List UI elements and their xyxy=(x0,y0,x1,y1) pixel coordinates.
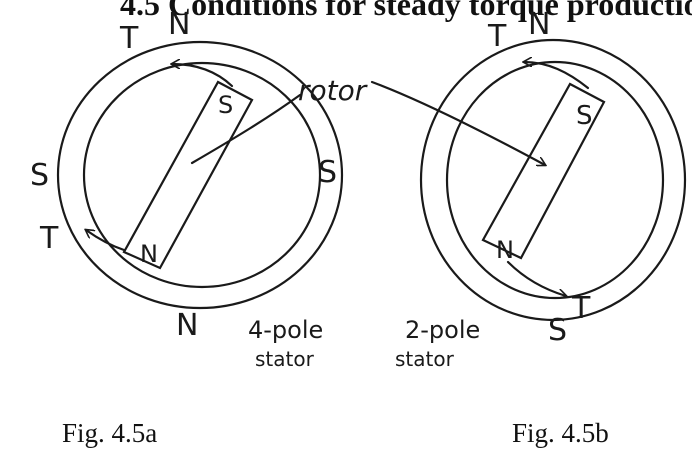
fig-b-pole-top: N xyxy=(528,7,550,42)
fig-a-torque-top: T xyxy=(119,21,139,56)
fig-b-torque-arrow-bottom xyxy=(506,260,566,296)
fig-a-rotor-bar xyxy=(122,80,254,270)
fig-b-diagram xyxy=(370,38,687,322)
fig-a-pole-bottom: N xyxy=(176,308,198,343)
fig-a-rotor-pole-lower: N xyxy=(140,240,158,268)
fig-a-pole-right: S xyxy=(318,155,337,190)
fig-b-rotor-pole-lower: N xyxy=(496,236,514,264)
fig-b-rotor-bar xyxy=(481,82,606,260)
fig-a-stator-inner xyxy=(82,61,322,289)
fig-b-rotor-pointer xyxy=(370,80,545,165)
fig-b-stator-label-1: 2-pole xyxy=(405,316,480,344)
fig-a-stator-label-1: 4-pole xyxy=(248,316,323,344)
fig-b-torque-top: T xyxy=(487,19,507,54)
fig-a-stator-label-2: stator xyxy=(255,347,315,371)
fig-b-rotor-pole-upper: S xyxy=(576,101,593,131)
fig-a-torque-arrow-left xyxy=(86,230,126,252)
fig-a-caption: Fig. 4.5a xyxy=(62,418,158,448)
fig-a-torque-arrow-top xyxy=(172,64,234,88)
fig-b-stator-inner xyxy=(445,60,665,300)
fig-b-stator-label-2: stator xyxy=(395,347,455,371)
fig-a-torque-left: T xyxy=(39,221,59,256)
fig-a-pole-left: S xyxy=(30,158,49,193)
rotor-label: rotor xyxy=(298,74,368,107)
fig-a-rotor-pole-upper: S xyxy=(218,91,233,119)
fig-a-rotor-pointer xyxy=(190,93,302,165)
fig-b-stator-outer xyxy=(419,38,687,322)
fig-b-pole-bottom: S xyxy=(548,313,567,348)
fig-b-caption: Fig. 4.5b xyxy=(512,418,609,448)
fig-a-stator-outer xyxy=(56,40,344,310)
fig-b-torque-arrow-top xyxy=(524,62,590,90)
section-heading: 4.5 Conditions for steady torque product… xyxy=(120,0,692,22)
fig-a-pole-top: N xyxy=(168,7,190,42)
fig-a-diagram xyxy=(56,40,344,310)
fig-b-torque-bottom: T xyxy=(571,291,591,326)
